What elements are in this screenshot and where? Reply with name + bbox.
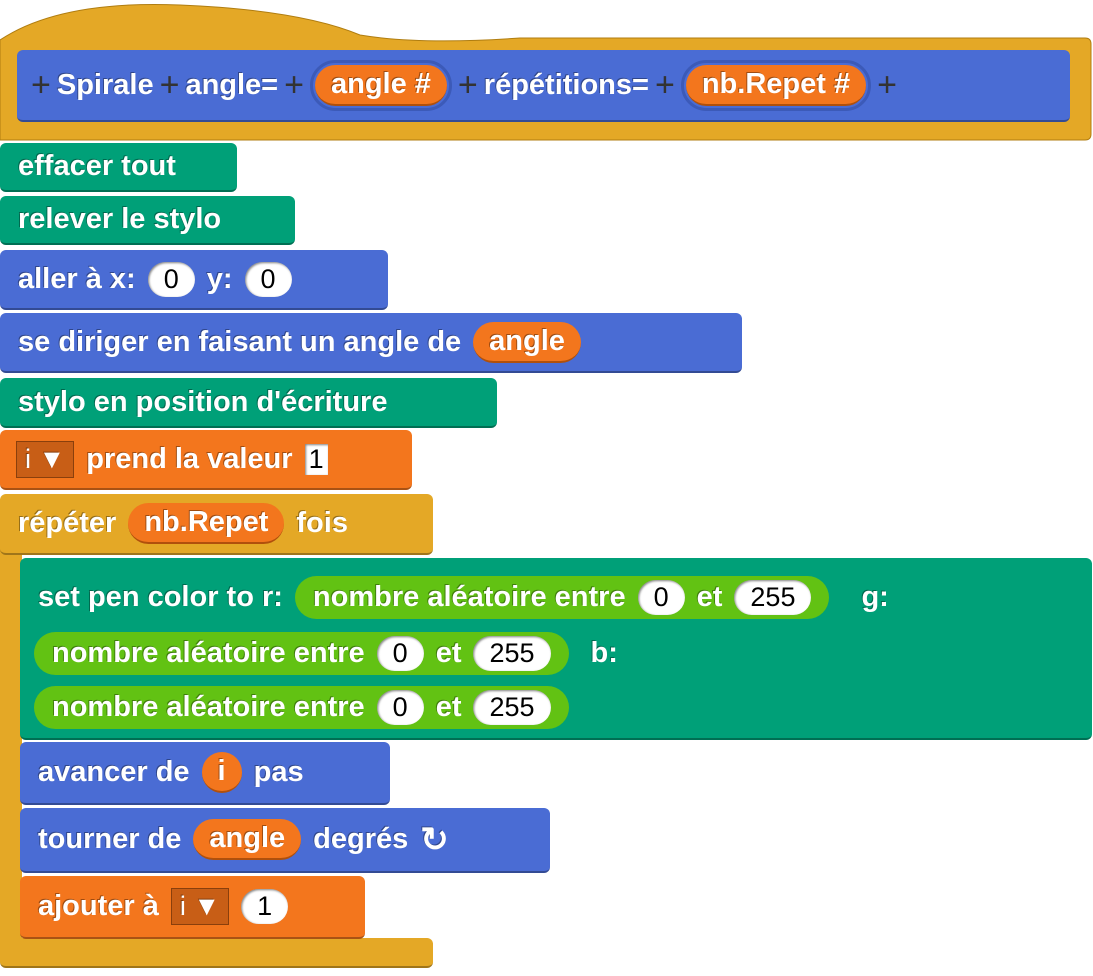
label: stylo en position d'écriture [18, 385, 388, 418]
x-input[interactable]: 0 [147, 261, 195, 297]
goto-block[interactable]: aller à x: 0 y: 0 [0, 250, 388, 310]
turn-block[interactable]: tourner de angle degrés ↻ [20, 808, 550, 873]
pen-up-block[interactable]: relever le stylo [0, 196, 295, 245]
label: g: [861, 580, 889, 613]
clear-block[interactable]: effacer tout [0, 143, 237, 192]
variable-dropdown[interactable]: i ▼ [16, 440, 75, 478]
label: fois [296, 507, 348, 539]
block-name: Spirale [56, 68, 154, 101]
label: avancer de [38, 756, 190, 788]
pen-down-block[interactable]: stylo en position d'écriture [0, 378, 497, 428]
label: effacer tout [18, 150, 176, 182]
label: nombre aléatoire entre [52, 690, 365, 723]
label: b: [590, 636, 618, 669]
label: répétitions= [483, 68, 649, 101]
label: aller à x: [18, 262, 136, 295]
label: nombre aléatoire entre [52, 636, 365, 669]
plus-icon[interactable]: + [457, 65, 478, 104]
param-nb-repet[interactable]: nb.Repet # [680, 59, 872, 111]
label: et [696, 580, 723, 613]
dropdown-value: i [25, 443, 31, 474]
min-input[interactable]: 0 [376, 689, 424, 725]
repeat-c-arm [0, 540, 22, 960]
repeat-block-bottom [0, 938, 433, 968]
change-variable-block[interactable]: ajouter à i ▼ 1 [20, 876, 365, 939]
random-g-block[interactable]: nombre aléatoire entre 0 et 255 [34, 631, 569, 675]
value-input[interactable]: 1 [241, 889, 289, 924]
label: ajouter à [38, 890, 159, 922]
max-input[interactable]: 255 [473, 635, 551, 671]
label: set pen color to r: [38, 580, 283, 613]
set-variable-block[interactable]: i ▼ prend la valeur 1 [0, 430, 412, 490]
label: angle= [185, 68, 279, 101]
dropdown-arrow-icon: ▼ [193, 891, 221, 921]
repeat-block[interactable]: répéter nb.Repet fois [0, 494, 433, 555]
label: y: [206, 262, 233, 295]
param-angle[interactable]: angle # [309, 59, 452, 111]
label: et [435, 690, 462, 723]
label: relever le stylo [18, 203, 222, 235]
plus-icon[interactable]: + [31, 65, 51, 104]
value-input[interactable]: 1 [304, 443, 328, 475]
plus-icon[interactable]: + [159, 65, 180, 104]
min-input[interactable]: 0 [376, 635, 424, 671]
nb-repet-variable[interactable]: nb.Repet [128, 503, 285, 544]
param-label: angle # [314, 64, 447, 106]
label: pas [253, 756, 304, 788]
dropdown-arrow-icon: ▼ [38, 443, 66, 474]
plus-icon[interactable]: + [654, 65, 675, 104]
angle-variable[interactable]: angle [473, 321, 581, 363]
angle-variable[interactable]: angle [193, 819, 302, 860]
clockwise-icon: ↻ [420, 820, 449, 859]
y-input[interactable]: 0 [244, 261, 292, 297]
label: se diriger en faisant un angle de [18, 325, 462, 358]
param-label: nb.Repet # [685, 64, 867, 106]
variable-dropdown[interactable]: i ▼ [170, 888, 230, 925]
label: et [435, 636, 462, 669]
min-input[interactable]: 0 [637, 579, 685, 615]
plus-icon[interactable]: + [284, 65, 304, 104]
point-direction-block[interactable]: se diriger en faisant un angle de angle [0, 313, 742, 373]
set-pen-color-block[interactable]: set pen color to r: nombre aléatoire ent… [20, 558, 1092, 740]
label: nombre aléatoire entre [312, 580, 626, 613]
max-input[interactable]: 255 [734, 579, 812, 615]
label: répéter [18, 507, 117, 539]
random-r-block[interactable]: nombre aléatoire entre 0 et 255 [294, 575, 830, 619]
label: tourner de [38, 823, 182, 855]
dropdown-value: i [179, 891, 186, 921]
max-input[interactable]: 255 [473, 689, 551, 725]
random-b-block[interactable]: nombre aléatoire entre 0 et 255 [34, 685, 569, 729]
label: degrés [313, 823, 409, 855]
i-variable[interactable]: i [201, 752, 242, 793]
plus-icon[interactable]: + [877, 65, 897, 104]
label: prend la valeur [86, 442, 293, 475]
custom-block-prototype[interactable]: +Spirale +angle= +angle # +répétitions= … [17, 50, 1070, 122]
